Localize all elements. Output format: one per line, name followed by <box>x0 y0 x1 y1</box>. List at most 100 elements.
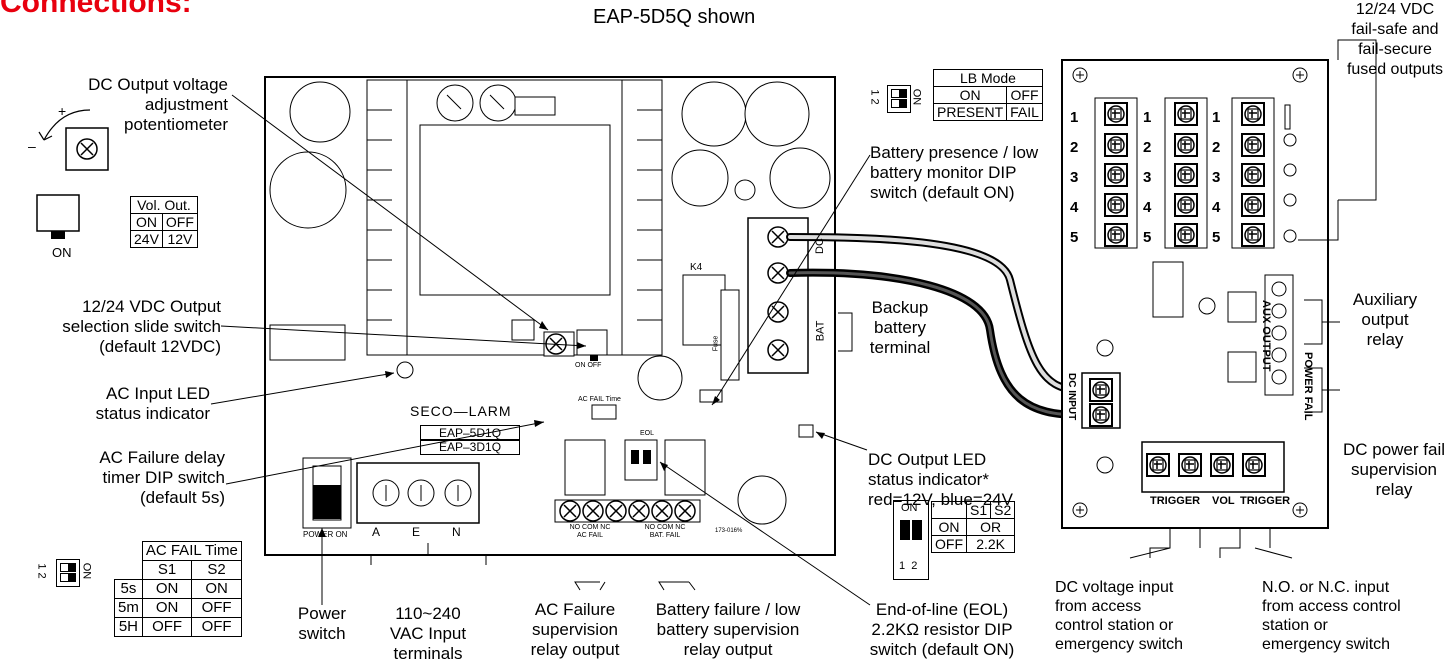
module-trigger-left: TRIGGER <box>1150 495 1201 507</box>
module-aux-label: AUX OUTPUT <box>1260 300 1272 372</box>
term-num: 5 <box>1070 229 1079 246</box>
ac-row-s2: OFF <box>191 598 242 618</box>
board-k4: K4 <box>690 262 703 273</box>
term-num: 2 <box>1070 139 1079 156</box>
lb-mode-col: ON <box>932 86 1008 104</box>
relay-bat-label: NO COM NC BAT. FAIL <box>644 524 686 539</box>
ac-dip-nums: 1 2 <box>35 563 48 579</box>
lb-dip-on: ON <box>910 88 923 106</box>
label-fused-outputs: 12/24 VDC fail-safe and fail-secure fuse… <box>1346 1 1444 78</box>
eol-corner <box>931 501 967 519</box>
lb-mode-col: OFF <box>1006 86 1043 104</box>
module-col2-nums: 1 2 3 4 5 <box>1143 103 1151 253</box>
vac-term-a: A <box>372 525 381 539</box>
term-num: 4 <box>1143 199 1152 216</box>
eol-row-val: 2.2K <box>965 535 1016 553</box>
label-no-nc-input: N.O. or N.C. input from access control s… <box>1262 579 1401 653</box>
lb-dip-nums: 1 2 <box>868 89 881 105</box>
ac-row-time: 5H <box>114 617 143 637</box>
vol-out-val: 12V <box>161 230 198 248</box>
module-col3-nums: 1 2 3 4 5 <box>1212 103 1220 253</box>
board-brand: SECO—LARM <box>410 403 512 419</box>
ac-col: S1 <box>141 560 193 580</box>
eol-dip-switch: ON 1 2 <box>893 500 929 580</box>
label-aux-relay: Auxiliary output relay <box>1352 290 1418 349</box>
lb-mode-header: LB Mode <box>933 69 1043 87</box>
term-num: 5 <box>1143 229 1152 246</box>
ac-corner <box>115 542 143 561</box>
board-part-no: 173-016% <box>715 528 743 534</box>
module-col1-nums: 1 2 3 4 5 <box>1070 103 1078 253</box>
vol-out-col: OFF <box>161 213 198 231</box>
board-model-2: EAP–3D1Q <box>420 439 521 455</box>
label-ac-fail-timer: AC Failure delay timer DIP switch (defau… <box>99 448 225 507</box>
label-ac-relay: AC Failure supervision relay output <box>530 600 620 659</box>
board-fuse: Fuse <box>712 335 720 352</box>
lb-mode-val: PRESENT <box>932 103 1008 121</box>
term-num: 1 <box>1143 109 1152 126</box>
label-output-select: 12/24 VDC Output selection slide switch … <box>62 297 221 356</box>
board-dc-label: DC <box>813 238 826 254</box>
ac-col: S2 <box>191 560 242 580</box>
ac-fail-header: AC FAIL Time <box>141 541 242 561</box>
term-num: 5 <box>1212 229 1221 246</box>
ac-row-s1: OFF <box>141 617 193 637</box>
module-dc-input-label: DC INPUT <box>1066 373 1077 421</box>
eol-row-label: ON <box>931 518 967 536</box>
eol-dip-on: ON <box>901 502 918 514</box>
vol-out-val: 24V <box>130 230 163 248</box>
label-vac-input: 110~240 VAC Input terminals <box>389 604 467 663</box>
board-onoff: ON OFF <box>575 362 602 369</box>
label-dc-voltage-input: DC voltage input from access control sta… <box>1055 579 1184 653</box>
ac-dip-on: ON <box>80 562 93 580</box>
lb-dip-switch: ON 1 2 <box>869 83 925 117</box>
module-vol: VOL <box>1212 495 1235 507</box>
ac-row-s2: ON <box>191 579 242 599</box>
power-supply-board <box>264 76 836 556</box>
ac-fail-dip-switch: ON 1 2 <box>36 557 100 591</box>
term-num: 1 <box>1212 109 1221 126</box>
label-battery-monitor: Battery presence / low battery monitor D… <box>870 143 1039 202</box>
term-num: 2 <box>1143 139 1152 156</box>
slide-switch-icon <box>36 194 80 239</box>
potentiometer-icon <box>38 109 109 171</box>
pot-plus: + <box>58 103 67 119</box>
term-num: 1 <box>1070 109 1079 126</box>
board-model-1: EAP–5D1Q <box>420 425 521 441</box>
ac-row-time: 5m <box>114 598 143 618</box>
vac-term-e: E <box>412 525 421 539</box>
term-num: 2 <box>1212 139 1221 156</box>
label-eol: End-of-line (EOL) 2.2KΩ resistor DIP swi… <box>869 600 1015 659</box>
eol-col: S1 <box>965 501 992 519</box>
slide-switch-on: ON <box>52 245 72 260</box>
term-num: 3 <box>1143 169 1152 186</box>
term-num: 4 <box>1212 199 1221 216</box>
relay-ac-label: NO COM NC AC FAIL <box>569 524 611 539</box>
ac-row-s2: OFF <box>191 617 242 637</box>
term-num: 3 <box>1070 169 1079 186</box>
eol-row-label: OFF <box>931 535 967 553</box>
module-power-fail-label: POWER FAIL <box>1302 352 1314 421</box>
label-ac-led: AC Input LED status indicator <box>95 384 210 423</box>
vol-out-col: ON <box>130 213 163 231</box>
board-bat-label: BAT <box>814 320 827 342</box>
ac-row-s1: ON <box>141 598 193 618</box>
label-battery-relay: Battery failure / low battery supervisio… <box>655 600 801 659</box>
label-backup-battery: Backup battery terminal <box>869 298 931 357</box>
term-num: 4 <box>1070 199 1079 216</box>
vac-term-n: N <box>452 525 461 539</box>
eol-dip-nums: 1 2 <box>899 560 918 572</box>
term-num: 3 <box>1212 169 1221 186</box>
board-ac-fail-time: AC FAIL Time <box>578 396 621 403</box>
ac-row-time: 5s <box>114 579 143 599</box>
vol-out-header: Vol. Out. <box>130 196 198 214</box>
diagram-subtitle: EAP-5D5Q shown <box>593 6 756 28</box>
eol-row-val: OR <box>965 518 1016 536</box>
label-dc-power-fail: DC power fail supervision relay <box>1342 440 1446 499</box>
module-trigger-right: TRIGGER <box>1240 495 1291 507</box>
